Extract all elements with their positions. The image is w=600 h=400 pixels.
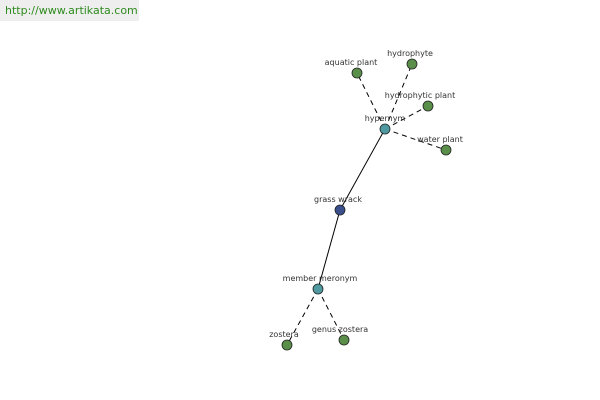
node-dot-hydrophytic-plant[interactable] — [422, 100, 434, 112]
node-dot-hydrophyte[interactable] — [406, 58, 418, 70]
nodes-layer: grass wrack hypernym member meronym aquatic… — [269, 49, 463, 351]
node-label-grass-wrack: grass wrack — [314, 195, 362, 204]
node-water-plant[interactable]: water plant — [417, 135, 463, 156]
node-dot-water-plant[interactable] — [440, 144, 452, 156]
node-label-aquatic-plant: aquatic plant — [325, 58, 378, 67]
edge-grass-wrack-to-member-meronym — [317, 209, 341, 290]
edge-hypernym-to-hydrophytic-plant — [384, 105, 429, 130]
node-label-hydrophyte: hydrophyte — [387, 49, 433, 58]
node-aquatic-plant[interactable]: aquatic plant — [325, 58, 378, 79]
node-hydrophyte[interactable]: hydrophyte — [387, 49, 433, 70]
node-genus-zostera[interactable]: genus zostera — [312, 325, 368, 346]
node-grass-wrack[interactable]: grass wrack — [314, 195, 362, 216]
node-dot-zostera[interactable] — [281, 339, 293, 351]
node-dot-aquatic-plant[interactable] — [351, 67, 363, 79]
node-dot-member-meronym[interactable] — [312, 283, 324, 295]
node-dot-genus-zostera[interactable] — [338, 334, 350, 346]
edge-hypernym-to-hydrophyte — [384, 63, 413, 130]
node-hypernym[interactable]: hypernym — [365, 114, 406, 135]
site-url-banner[interactable]: http://www.artikata.com — [0, 0, 139, 21]
node-label-member-meronym: member meronym — [283, 274, 358, 283]
edge-grass-wrack-to-hypernym — [339, 128, 386, 211]
node-label-hypernym: hypernym — [365, 114, 406, 123]
node-member-meronym[interactable]: member meronym — [283, 274, 358, 295]
node-label-zostera: zostera — [269, 330, 299, 339]
edge-member-meronym-to-genus-zostera — [317, 288, 345, 341]
node-label-water-plant: water plant — [417, 135, 463, 144]
node-label-genus-zostera: genus zostera — [312, 325, 368, 334]
node-hydrophytic-plant[interactable]: hydrophytic plant — [385, 91, 455, 112]
edge-hypernym-to-aquatic-plant — [356, 72, 386, 130]
edges-layer — [286, 63, 447, 346]
edge-member-meronym-to-zostera — [286, 288, 319, 346]
node-label-hydrophytic-plant: hydrophytic plant — [385, 91, 455, 100]
edge-hypernym-to-water-plant — [384, 128, 447, 151]
node-dot-hypernym[interactable] — [379, 123, 391, 135]
node-dot-grass-wrack[interactable] — [334, 204, 346, 216]
node-zostera[interactable]: zostera — [269, 330, 299, 351]
